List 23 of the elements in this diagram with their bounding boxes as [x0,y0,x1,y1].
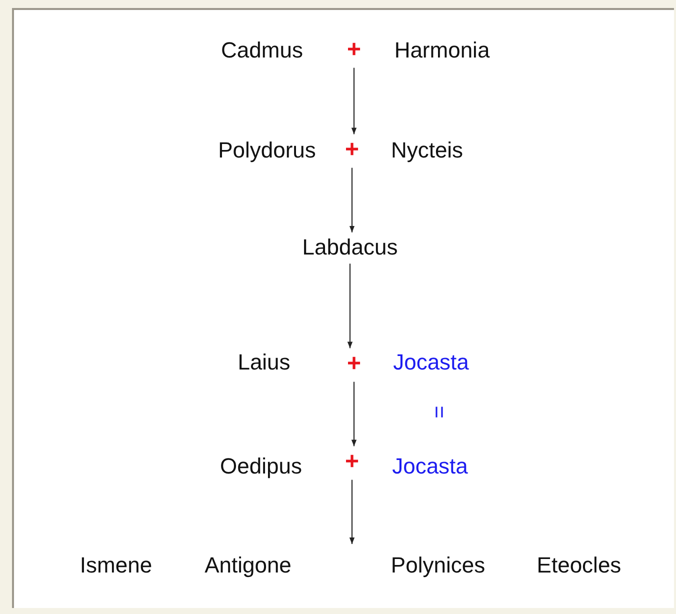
arrow [349,480,355,544]
person-name: Eteocles [536,552,622,578]
person-name: Jocasta [393,349,469,375]
arrow [351,382,357,446]
union-sign: + [347,350,361,378]
union-sign: + [345,448,359,476]
arrow [347,264,353,348]
arrow [349,168,355,232]
person-name: Harmonia [394,37,490,63]
person-name: Nycteis [390,137,464,163]
person-name: Laius [238,349,290,375]
person-name: Oedipus [220,453,302,479]
person-name: Cadmus [221,37,303,63]
person-name: Polydorus [218,137,316,163]
person-name: Labdacus [302,234,398,260]
equals-sign: = [428,406,450,418]
union-sign: + [347,36,361,64]
person-name: Antigone [204,552,292,578]
person-name: Polynices [390,552,486,578]
person-name: Ismene [80,552,152,578]
union-sign: + [345,136,359,164]
arrow [351,68,357,134]
person-name: Jocasta [392,453,468,479]
